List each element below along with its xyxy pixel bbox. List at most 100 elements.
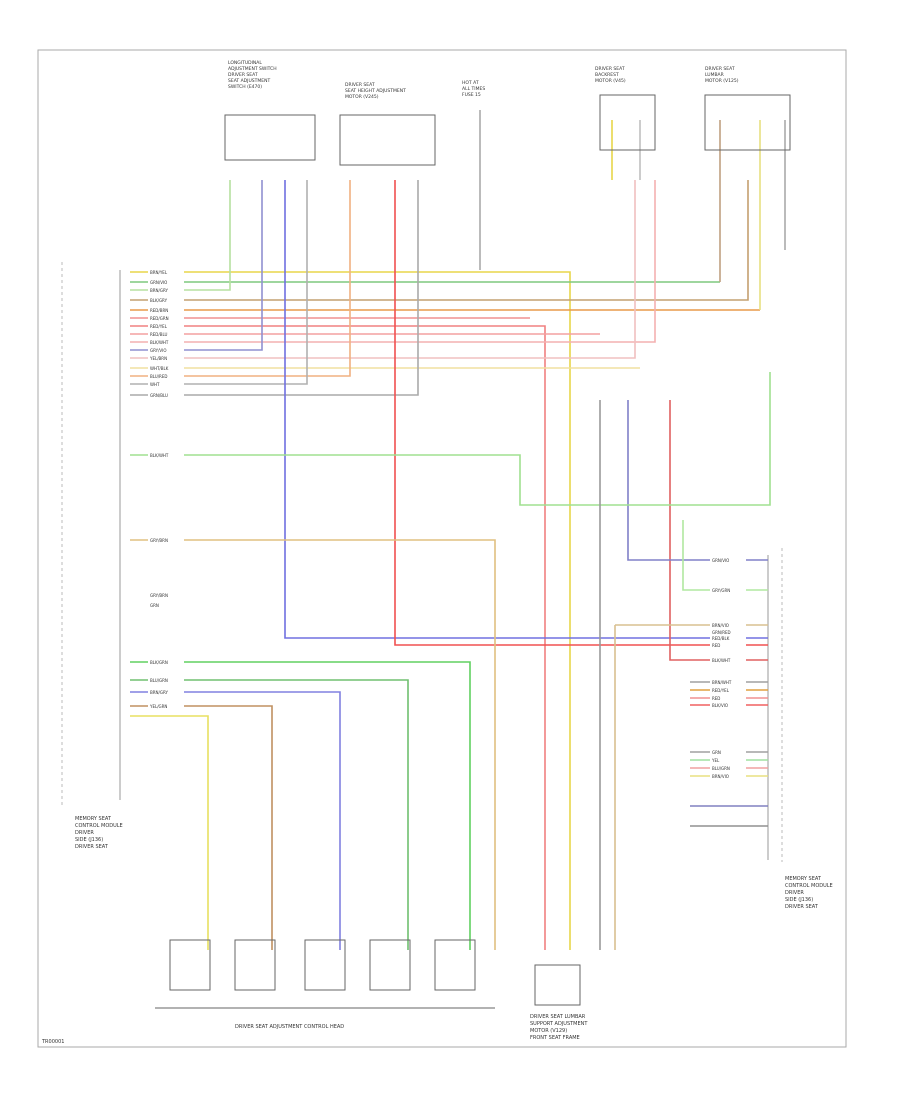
left-wire-label-box [148,373,184,379]
left-wire-label-box [148,659,184,665]
top-component-label: FUSE 15 [462,92,481,98]
top-component-label: DRIVER SEAT [345,82,375,88]
wire-pink-1 [130,180,656,343]
right-wire-label: GRN/RED [712,630,731,635]
right-wire-labels: GRN/VIOGRY/GRNBRN/VIOGRN/REDRED/BLKREDBL… [710,557,746,779]
left-wire-label-box [148,279,184,285]
right-wire-label-box [710,679,746,685]
bottom-components [155,939,581,1009]
right-wire-label: RED [712,696,720,701]
diagram-border [37,49,847,1048]
top-components [224,94,791,166]
wire-gray-2 [130,180,419,396]
left-wire-label: GRN/VIO [150,280,167,285]
right-wire-label: RED [712,643,720,648]
top-component-label: LONGITUDINAL [228,60,262,66]
right-wire-label: BRN/VIO [712,774,729,779]
left-wire-label-box [148,307,184,313]
right-wire-label: RED/YEL [712,688,730,693]
left-wire-label-box [148,392,184,398]
wire-red-long [394,180,768,646]
left-wire-label: BLU/GRN [150,678,168,683]
wire-blue-low [130,691,341,950]
left-wire-label: BRN/GRY [150,288,168,293]
left-wire-label-box [148,365,184,371]
wire-purple-right [627,400,768,561]
right-wire-label: RED/BLK [712,636,730,641]
left-wire-label-box [148,381,184,387]
top-component-label: SEAT ADJUSTMENT [228,78,270,84]
right-wire-label-box [710,642,746,648]
left-wire-label: BLK/WHT [150,453,169,458]
wire-brown-1 [130,180,749,301]
left-wire-label-box [148,689,184,695]
left-wire-label: BLK/WHT [150,340,169,345]
bottom-right-label-1: DRIVER SEAT LUMBAR [530,1014,586,1020]
top-component-label: SEAT HEIGHT ADJUSTMENT [345,88,406,94]
right-wire-label-box [710,587,746,593]
right-wire-label-box [710,749,746,755]
wire-brown-low [130,705,273,950]
bottom-right-label-3: MOTOR (V129) [530,1028,567,1034]
wire-red-2 [130,325,546,950]
left-wire-label-box [148,287,184,293]
right-module-label-2: CONTROL MODULE [785,883,833,889]
right-wire-label-box [710,622,746,628]
left-wire-label: WHT [150,382,160,387]
left-wire-label: BRN/GRY [150,690,168,695]
left-wire-label-box [148,592,184,598]
top-component-label: ADJUSTMENT SWITCH [228,66,277,72]
left-wire-label: BLK/GRN [150,660,168,665]
left-wire-label: YEL/GRN [149,704,167,709]
right-module-label-4: SIDE (J136) [785,897,813,903]
left-module-label-2: CONTROL MODULE [75,823,123,829]
wire-green-low-2 [130,679,409,950]
top-component-label: DRIVER SEAT [228,72,258,78]
wire-yellow-low [130,715,209,950]
top-component-label: MOTOR (V125) [705,78,739,84]
left-wire-label-box [148,347,184,353]
right-module-label-1: MEMORY SEAT [785,876,822,882]
right-wire-label-box [710,687,746,693]
left-module-label-1: MEMORY SEAT [75,816,112,822]
left-wire-label-box [148,355,184,361]
left-wire-label-box [148,339,184,345]
right-wire-label: BLK/VIO [712,703,728,708]
right-wire-label-box [710,635,746,641]
right-wire-label-box [710,702,746,708]
top-component-label: LUMBAR [705,72,724,78]
top-component-label: MOTOR (V245) [345,94,379,100]
left-wire-label: RED/BLU [150,332,168,337]
right-wire-label-box [710,629,746,635]
left-wire-label: RED/GRN [150,316,169,321]
wire-green-low-1 [130,661,471,950]
right-wire-label-box [710,773,746,779]
left-wire-label: YEL/BRN [149,356,167,361]
left-module-label-4: SIDE (J136) [75,837,103,843]
left-wire-label: GRN [150,603,159,608]
right-module-label-5: DRIVER SEAT [785,904,819,910]
left-wire-label-box [148,602,184,608]
right-wire-label: BRN/WHT [712,680,732,685]
wire-pink-2 [130,180,636,359]
wire-blue-long [284,180,768,639]
left-wire-label-box [148,677,184,683]
left-module-label-3: DRIVER [75,830,94,836]
bottom-right-label-4: FRONT SEAT FRAME [530,1035,580,1041]
left-wire-labels: BRN/YELGRN/VIOBRN/GRYBLK/GRYRED/BRNRED/G… [148,269,184,709]
wire-tan-1 [130,539,496,950]
top-component-label: DRIVER SEAT [705,66,735,72]
left-wire-label-box [148,703,184,709]
left-wire-label: GRY/VIO [150,348,166,353]
wire-gray-1 [130,180,308,385]
right-wire-label-box [710,765,746,771]
page-code: TR00001 [41,1039,64,1045]
left-wire-label-box [148,297,184,303]
wire-red-right [669,400,768,661]
top-component-label: SWITCH (E470) [228,84,262,90]
left-wire-label: GRN/BLU [150,393,168,398]
wire-orange-2 [130,180,351,377]
left-module-label-5: DRIVER SEAT [75,844,109,850]
left-wire-label-box [148,452,184,458]
